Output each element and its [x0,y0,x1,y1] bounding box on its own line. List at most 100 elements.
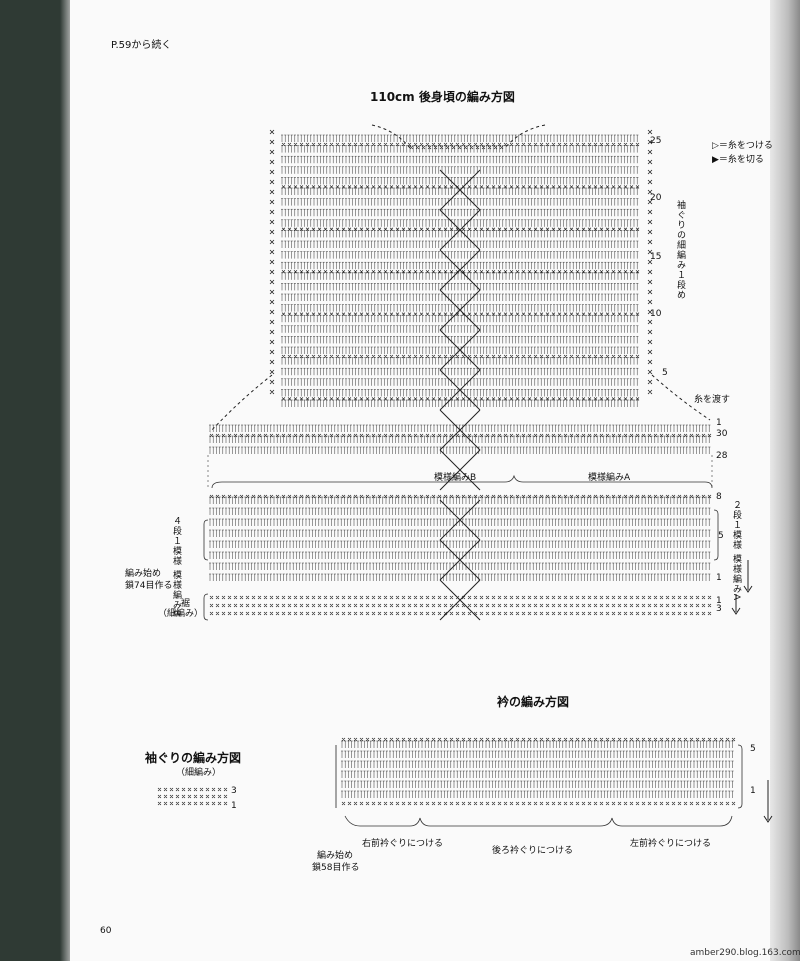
neck-shaping [371,124,546,149]
sc-row [281,185,640,189]
stitch-row [281,187,639,195]
page-number: 60 [100,926,112,936]
left-front-label: 左前衿ぐりにつける [630,839,712,849]
stitch-row [281,325,639,333]
pattern-b-label: 模様編みB [434,473,477,483]
hem-row [209,611,712,616]
left-repeat-bracket [203,519,209,561]
stitch-row [281,304,639,312]
sc-row [281,142,640,147]
stitch-row [281,177,639,185]
left-repeat-label: ４段１模様 模様編みB [171,516,181,618]
stitch-row [281,166,639,174]
collar-title: 衿の編み方図 [497,695,570,709]
sleeve-sc-row [157,787,228,792]
sc-row [281,227,640,232]
stitch-row [209,518,711,526]
sc-row [281,354,640,359]
collar-stitch-row [341,790,734,798]
stitch-row [281,367,639,376]
row-number: 1 [716,573,722,583]
sc-row [281,397,640,401]
sleeve-stitch: （細編み） [176,768,222,778]
stitch-row [209,507,711,515]
stitch-row [281,219,639,227]
row-number: 3 [716,604,722,614]
collar-start-label: 編み始め [317,851,354,861]
right-front-label: 右前衿ぐりにつける [362,839,444,849]
direction-arrow [731,594,741,615]
stitch-row [281,283,639,291]
sc-row [209,433,712,438]
hem-stitch-label: （細編み） [158,609,204,619]
row-number: 8 [716,492,722,502]
stitch-row [281,336,639,344]
start-chain-label: 鎖74目作る [125,581,173,591]
stitch-row [281,293,639,301]
row-number: 5 [718,531,724,541]
collar-sc-row [341,737,736,742]
stitch-row [209,540,711,548]
continued-from: P.59から続く [111,40,172,51]
row-number: 28 [716,451,728,461]
stitch-row [209,496,711,504]
sleeve-sc-row [157,794,228,799]
armhole-curve-right [651,374,711,421]
stitch-row [209,424,711,432]
row-number: 10 [650,309,662,319]
collar-stitch-row [341,740,734,748]
sleeve-row-3: 3 [231,786,237,796]
pattern-brace [211,474,713,489]
sleeve-title: 袖ぐりの編み方図 [145,751,242,765]
stitch-row [281,240,639,248]
sleeve-sc-row [157,801,228,806]
pattern-a-label: 模様編みA [588,473,631,483]
stitch-row [281,208,639,217]
watermark-text: amber290.blog.163.com [690,948,800,958]
hem-bracket [203,593,209,621]
pass-yarn-label: 糸を渡す [694,395,731,405]
sc-row [281,312,640,316]
stitch-row [209,573,711,581]
neck-sc-row [409,145,504,150]
stitch-row [281,230,639,238]
collar-direction-arrow [763,780,773,823]
stitch-row [281,272,639,280]
legend-cut: ▶＝糸を切る [712,155,764,165]
sc-row [209,494,712,499]
page-edge-shadow [770,0,800,961]
row-number: 30 [716,429,728,439]
collar-stitch-row [341,760,734,768]
collar-brace [344,815,733,827]
armhole-edge-right [647,129,653,395]
collar-row-1: 1 [750,786,756,796]
cable-lattice [439,169,481,621]
row-number: 25 [650,136,662,146]
direction-arrow [743,560,753,593]
stitch-row [209,529,711,537]
row-number: 20 [650,193,662,203]
legend-attach-text: ＝糸をつける [718,141,773,151]
start-label: 編み始め [125,569,162,579]
stitch-row [281,261,639,270]
right-repeat-bracket [713,509,719,561]
row-number: 1 [716,418,722,428]
back-body-title: 110cm 後身頃の編み方図 [370,90,515,104]
hem-label: 裾 [181,599,191,609]
stitch-row [281,346,639,354]
stitch-row [281,198,639,206]
armhole-edge-left [269,129,275,395]
collar-stitch-row [341,750,734,758]
stitch-row [281,399,639,407]
back-collar-label: 後ろ衿ぐりにつける [492,846,574,856]
stitch-row [281,389,639,397]
stitch-row [281,357,639,365]
stitch-row [209,562,711,570]
collar-start-chain: 鎖58目作る [312,863,360,873]
stitch-row [281,251,639,259]
stitch-row [281,145,639,153]
collar-stitch-row [341,770,734,778]
paper [70,0,780,961]
